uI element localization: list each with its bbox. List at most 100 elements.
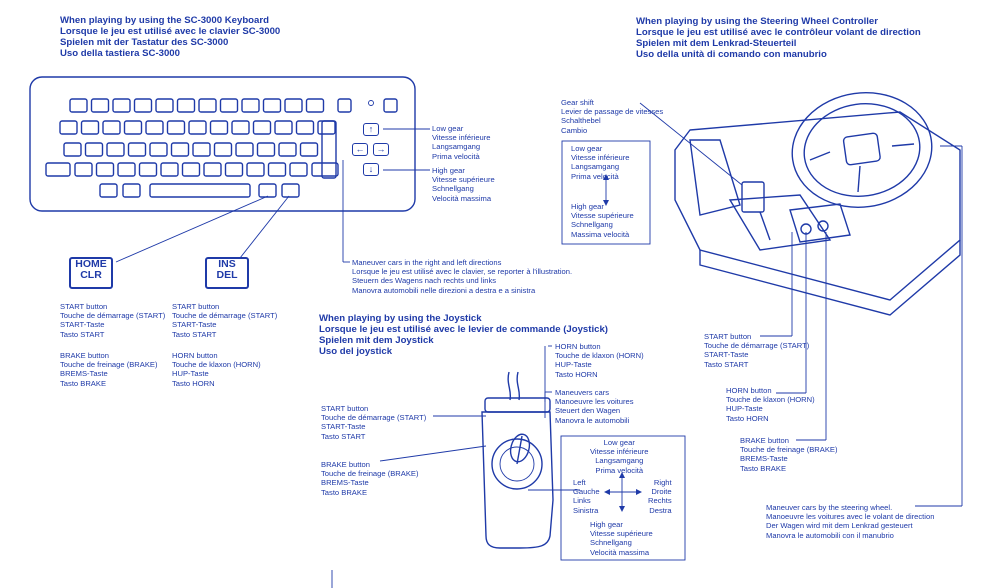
keyboard-key [295,120,315,135]
ins-del-key: INS DEL [205,257,249,289]
keyboard-key [241,98,260,113]
js-start-label: START button Touche de démarrage (START)… [321,404,427,441]
keyboard-key [166,120,186,135]
keyboard-key [305,98,325,113]
arrow-left-key: ← [352,143,368,156]
keyboard-key [224,162,244,177]
keyboard-key [69,98,88,113]
space-key [149,183,251,198]
sw-start-label: START button Touche de démarrage (START)… [704,332,810,369]
joystick-illustration [379,345,686,561]
del-label: DEL [216,269,238,281]
js-high-gear-label: High gear Vitesse supérieure Schnellgang… [590,520,653,557]
keyboard-key [127,142,147,157]
keyboard-key [209,120,229,135]
power-indicator [368,100,374,106]
keyboard-key [267,162,287,177]
keyboard-key [138,162,158,177]
keyboard-key [160,162,179,177]
keyboard-key [99,183,118,198]
keyboard-key [59,120,78,135]
arrow-left-icon: ← [355,144,365,154]
shift-key [311,162,339,177]
keyboard-illustration [29,76,430,263]
keyboard-key [198,98,217,113]
keyboard-key [112,98,131,113]
kb-horn-label: HORN button Touche de klaxon (HORN) HUP-… [172,351,261,388]
keyboard-key [181,162,201,177]
keyboard-key [170,142,190,157]
keyboard-key [383,98,398,113]
keyboard-key [284,98,303,113]
keyboard-key [192,142,211,157]
keyboard-key [133,98,153,113]
js-left-label: Left Gauche Links Sinistra [573,478,600,515]
keyboard-heading: When playing by using the SC-3000 Keyboa… [60,15,281,59]
js-brake-label: BRAKE button Touche de freinage (BRAKE) … [321,460,419,497]
arrow-up-icon: ↑ [368,124,374,134]
keyboard-key [80,120,100,135]
keyboard-key [123,120,143,135]
keyboard-key [90,98,110,113]
kb-start-left-label: START button Touche de démarrage (START)… [60,302,166,339]
keyboard-key [149,142,168,157]
keyboard-key [74,162,93,177]
js-low-gear-label: Low gear Vitesse inférieure Langsamgang … [590,438,649,475]
keyboard-key [252,120,272,135]
clr-label: CLR [80,269,102,281]
home-label: HOME [75,258,107,270]
arrow-right-icon: → [376,144,386,154]
sw-steer-label: Maneuver cars by the steering wheel. Man… [766,503,935,540]
ins-label: INS [218,258,236,270]
keyboard-key [176,98,196,113]
home-clr-key: HOME CLR [69,257,113,289]
keyboard-key [299,142,319,157]
keyboard-key [337,98,352,113]
kb-high-gear-label: High gear Vitesse supérieure Schnellgang… [432,166,495,203]
keyboard-key [219,98,239,113]
kb-low-gear-label: Low gear Vitesse inférieure Langsamgang … [432,124,491,161]
shift-key [45,162,71,177]
arrow-down-key: ↓ [363,163,379,176]
keyboard-key [256,142,276,157]
keyboard-key [235,142,254,157]
arrow-down-icon: ↓ [368,164,374,174]
js-right-label: Right Droite Rechts Destra [648,478,672,515]
sw-brake-label: BRAKE button Touche de freinage (BRAKE) … [740,436,838,473]
keyboard-key [262,98,282,113]
keyboard-key [155,98,174,113]
keyboard-key [145,120,164,135]
keyboard-key [102,120,121,135]
keyboard-key [106,142,125,157]
kb-brake-label: BRAKE button Touche de freinage (BRAKE) … [60,351,158,388]
home-clr-key-small [258,183,277,198]
kb-maneuver-label: Maneuver cars in the right and left dire… [352,258,573,295]
keyboard-key [117,162,136,177]
keyboard-key [84,142,104,157]
keyboard-key [289,162,308,177]
keyboard-key [246,162,265,177]
joystick-heading: When playing by using the Joystick Lorsq… [319,313,608,357]
sw-high-gear-label: High gear Vitesse supérieure Schnellgang… [571,202,634,239]
keyboard-key [231,120,250,135]
kb-start-right-label: START button Touche de démarrage (START)… [172,302,278,339]
keyboard-key [278,142,297,157]
sw-gear-shift-label: Gear shift Levier de passage de vitesses… [561,98,664,135]
keyboard-key [95,162,115,177]
keyboard-key [122,183,141,198]
ins-del-key-small [281,183,300,198]
js-maneuvers-label: Maneuvers cars Manoeuvre les voitures St… [555,388,634,425]
return-key [321,120,337,179]
wheel-heading: When playing by using the Steering Wheel… [636,16,921,60]
keyboard-key [213,142,233,157]
arrow-right-key: → [373,143,389,156]
sw-horn-label: HORN button Touche de klaxon (HORN) HUP-… [726,386,815,423]
keyboard-key [188,120,207,135]
steering-wheel-illustration [561,92,963,507]
keyboard-key [317,120,336,135]
keyboard-key [63,142,82,157]
arrow-up-key: ↑ [363,123,379,136]
keyboard-key [203,162,222,177]
sw-low-gear-label: Low gear Vitesse inférieure Langsamgang … [571,144,630,181]
